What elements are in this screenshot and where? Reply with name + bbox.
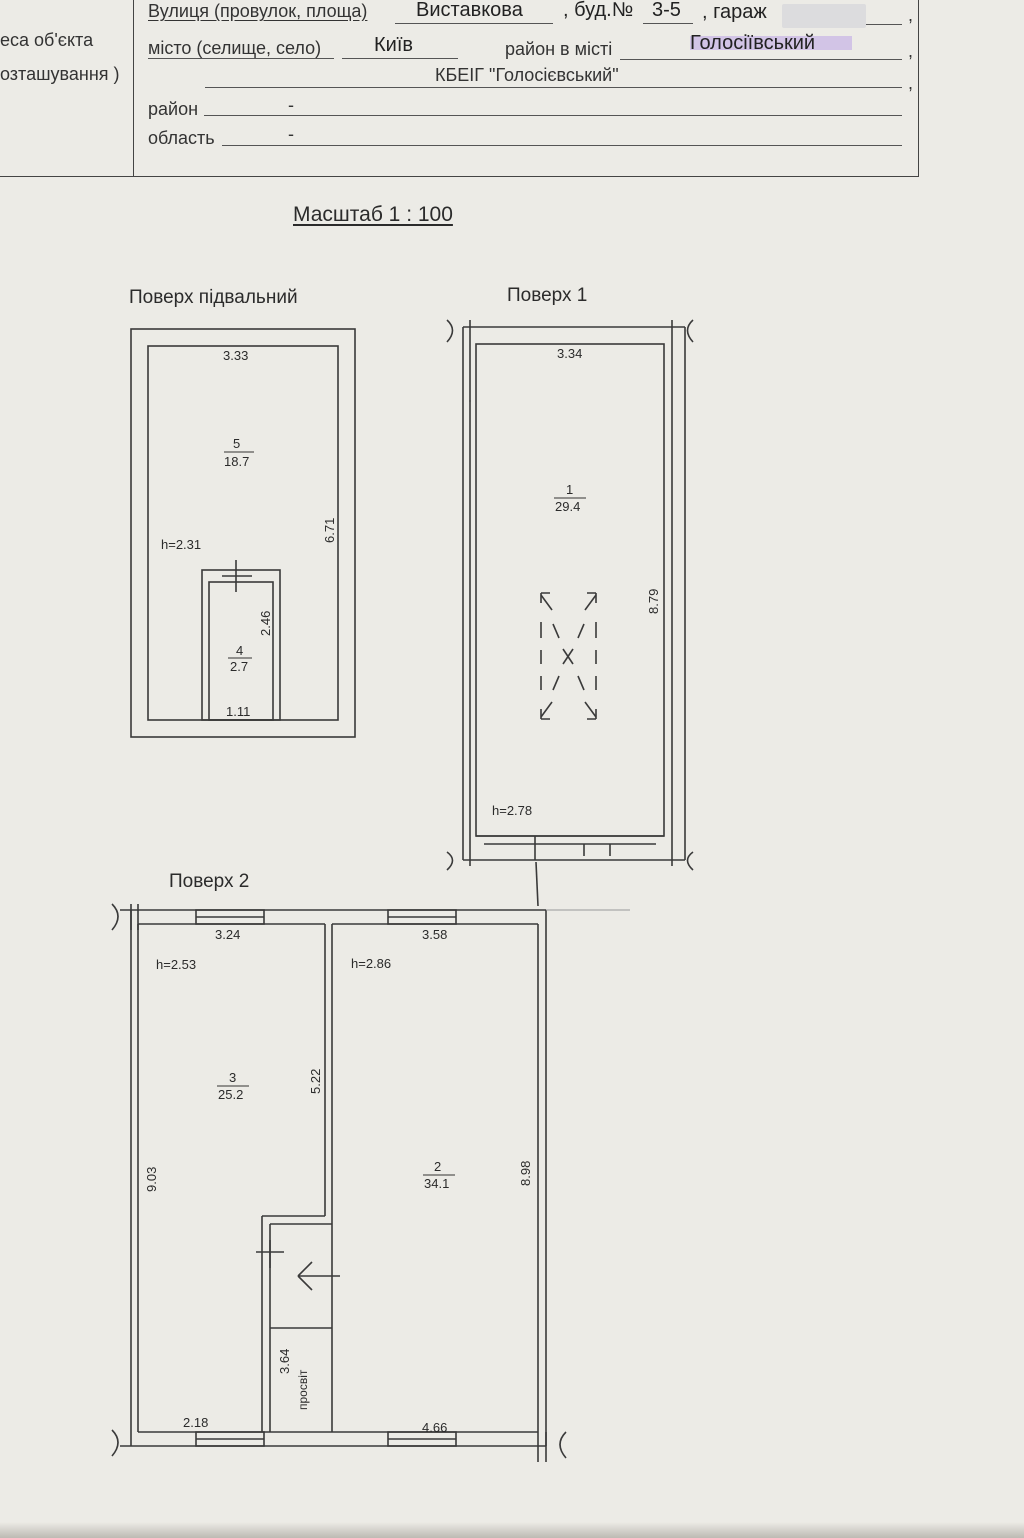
address-section-label: еса об'єкта	[0, 30, 94, 50]
basement-room-area: 18.7	[224, 454, 249, 469]
basement-height-note: h=2.31	[161, 537, 201, 552]
floor-2-title: Поверх 2	[169, 871, 249, 892]
city-district-value: Голосіївський	[690, 32, 816, 54]
partition-length: 5.22	[308, 1069, 323, 1094]
floor-2-left-room-number: 3	[229, 1070, 236, 1085]
floor-2-bottom-left: 2.18	[183, 1415, 208, 1430]
building-value: 3-5	[652, 0, 681, 21]
floor-1-height-note: h=2.78	[492, 803, 532, 818]
redacted-garage-number	[782, 4, 866, 28]
scale-label: Масштаб 1 : 100	[293, 203, 453, 226]
region-value: -	[288, 124, 294, 144]
address-form-box	[0, 0, 919, 177]
form-divider	[133, 0, 134, 176]
small-room-area: 2.7	[230, 659, 248, 674]
floor-2-right-room-number: 2	[434, 1159, 441, 1174]
city-label-underline	[148, 58, 334, 59]
street-value: Виставкова	[416, 0, 523, 21]
stair-length: 3.64	[277, 1349, 292, 1374]
comma-3: ,	[908, 73, 914, 93]
district-value: -	[288, 95, 294, 115]
city-underline	[342, 58, 458, 59]
street-label: Вулиця (провулок, площа)	[148, 1, 368, 21]
location-section-label: озташування )	[0, 64, 120, 84]
organization-underline	[205, 87, 902, 88]
district-underline	[204, 115, 902, 116]
building-underline	[643, 23, 693, 24]
floor-2-plan	[111, 903, 630, 1462]
floor-1-room-area: 29.4	[555, 499, 580, 514]
floor-2-right-length: 8.98	[518, 1161, 533, 1186]
floor-2-left-room-area: 25.2	[218, 1087, 243, 1102]
city-label: місто (селище, село)	[148, 38, 322, 58]
small-room-width: 1.11	[226, 704, 250, 719]
region-underline	[222, 145, 902, 146]
floor-2-right-height: h=2.86	[351, 956, 391, 971]
stair-opening-note: просвіт	[296, 1369, 310, 1410]
organization-value: КБЕІГ "Голосієвський"	[435, 65, 619, 85]
basement-title: Поверх підвальний	[129, 287, 298, 308]
page-edge-shadow	[0, 1522, 1024, 1538]
small-room-length: 2.46	[258, 611, 273, 636]
garage-label: , гараж	[702, 1, 767, 23]
highlight-mark	[690, 36, 852, 50]
floor-2-left-width: 3.24	[215, 927, 240, 942]
basement-length-right: 6.71	[322, 518, 337, 543]
small-room-number: 4	[236, 643, 243, 658]
floor-2-left-height: h=2.53	[156, 957, 196, 972]
floor-2-bottom-right: 4.66	[422, 1420, 447, 1435]
comma-1: ,	[908, 5, 914, 25]
district-label: район	[148, 99, 199, 119]
comma-2: ,	[908, 41, 914, 61]
basement-width-top: 3.33	[223, 348, 248, 363]
floor-2-right-width: 3.58	[422, 927, 447, 942]
city-district-label: район в місті	[505, 39, 613, 59]
basement-room-number: 5	[233, 436, 240, 451]
floor-2-left-length: 9.03	[144, 1167, 159, 1192]
basement-plan	[130, 328, 356, 738]
floor-1-width-top: 3.34	[557, 346, 582, 361]
floor-1-title: Поверх 1	[507, 285, 587, 306]
floor-2-right-room-area: 34.1	[424, 1176, 449, 1191]
region-label: область	[148, 128, 215, 148]
city-district-underline	[620, 59, 902, 60]
floor-1-plan	[446, 319, 694, 907]
garage-underline	[866, 24, 902, 25]
floor-1-room-number: 1	[566, 482, 573, 497]
city-value: Київ	[374, 34, 414, 56]
building-label: , буд.№	[563, 0, 634, 21]
floor-1-length-right: 8.79	[646, 589, 661, 614]
street-underline	[395, 23, 553, 24]
